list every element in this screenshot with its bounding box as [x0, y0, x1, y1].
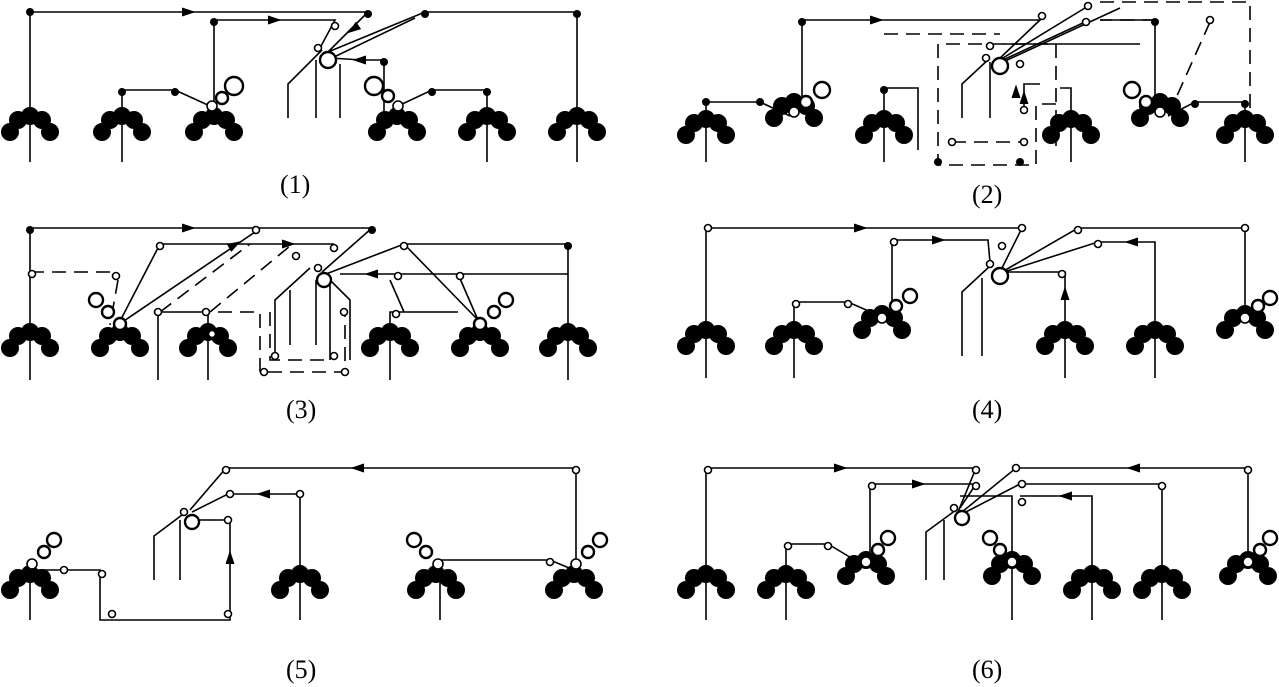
- panel-4: (4): [677, 223, 1279, 424]
- panel-label: (5): [286, 655, 316, 684]
- panel-6: (6): [677, 463, 1279, 684]
- roller-group: [1, 323, 597, 357]
- roller-group: [677, 93, 1274, 144]
- panel-label: (1): [280, 170, 310, 199]
- panel-2: (2): [677, 1, 1274, 209]
- roller-group: [677, 305, 1274, 355]
- panel-label: (2): [972, 180, 1002, 209]
- panel-1: (1): [1, 7, 606, 199]
- panel-label: (3): [286, 395, 316, 424]
- panel-5: (5): [1, 463, 609, 684]
- roller-group: [677, 551, 1277, 599]
- panel-3: (3): [1, 223, 597, 424]
- panel-label: (6): [972, 655, 1002, 684]
- panel-label: (4): [972, 395, 1002, 424]
- roller-group: [1, 107, 606, 141]
